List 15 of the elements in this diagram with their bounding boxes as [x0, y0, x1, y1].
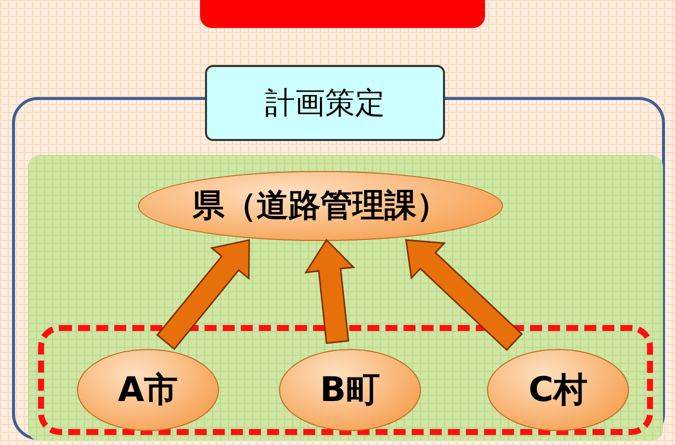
- group-area: [28, 155, 663, 441]
- ellipse-node: [487, 349, 629, 431]
- node-label: B町: [320, 369, 380, 412]
- process-box: [205, 65, 445, 141]
- block-arrow: [405, 239, 523, 352]
- ellipse-node: [138, 171, 503, 241]
- ellipse-node: [279, 349, 421, 431]
- node-label: C村: [528, 369, 588, 412]
- node-label: A市: [118, 369, 178, 412]
- block-arrow: [156, 239, 250, 350]
- node-label: 県（道路管理課）: [192, 185, 448, 226]
- ellipse-node: [77, 349, 219, 431]
- block-arrow: [304, 238, 356, 344]
- dashed-group-box: [38, 325, 653, 435]
- node-label: 計画策定: [265, 84, 385, 122]
